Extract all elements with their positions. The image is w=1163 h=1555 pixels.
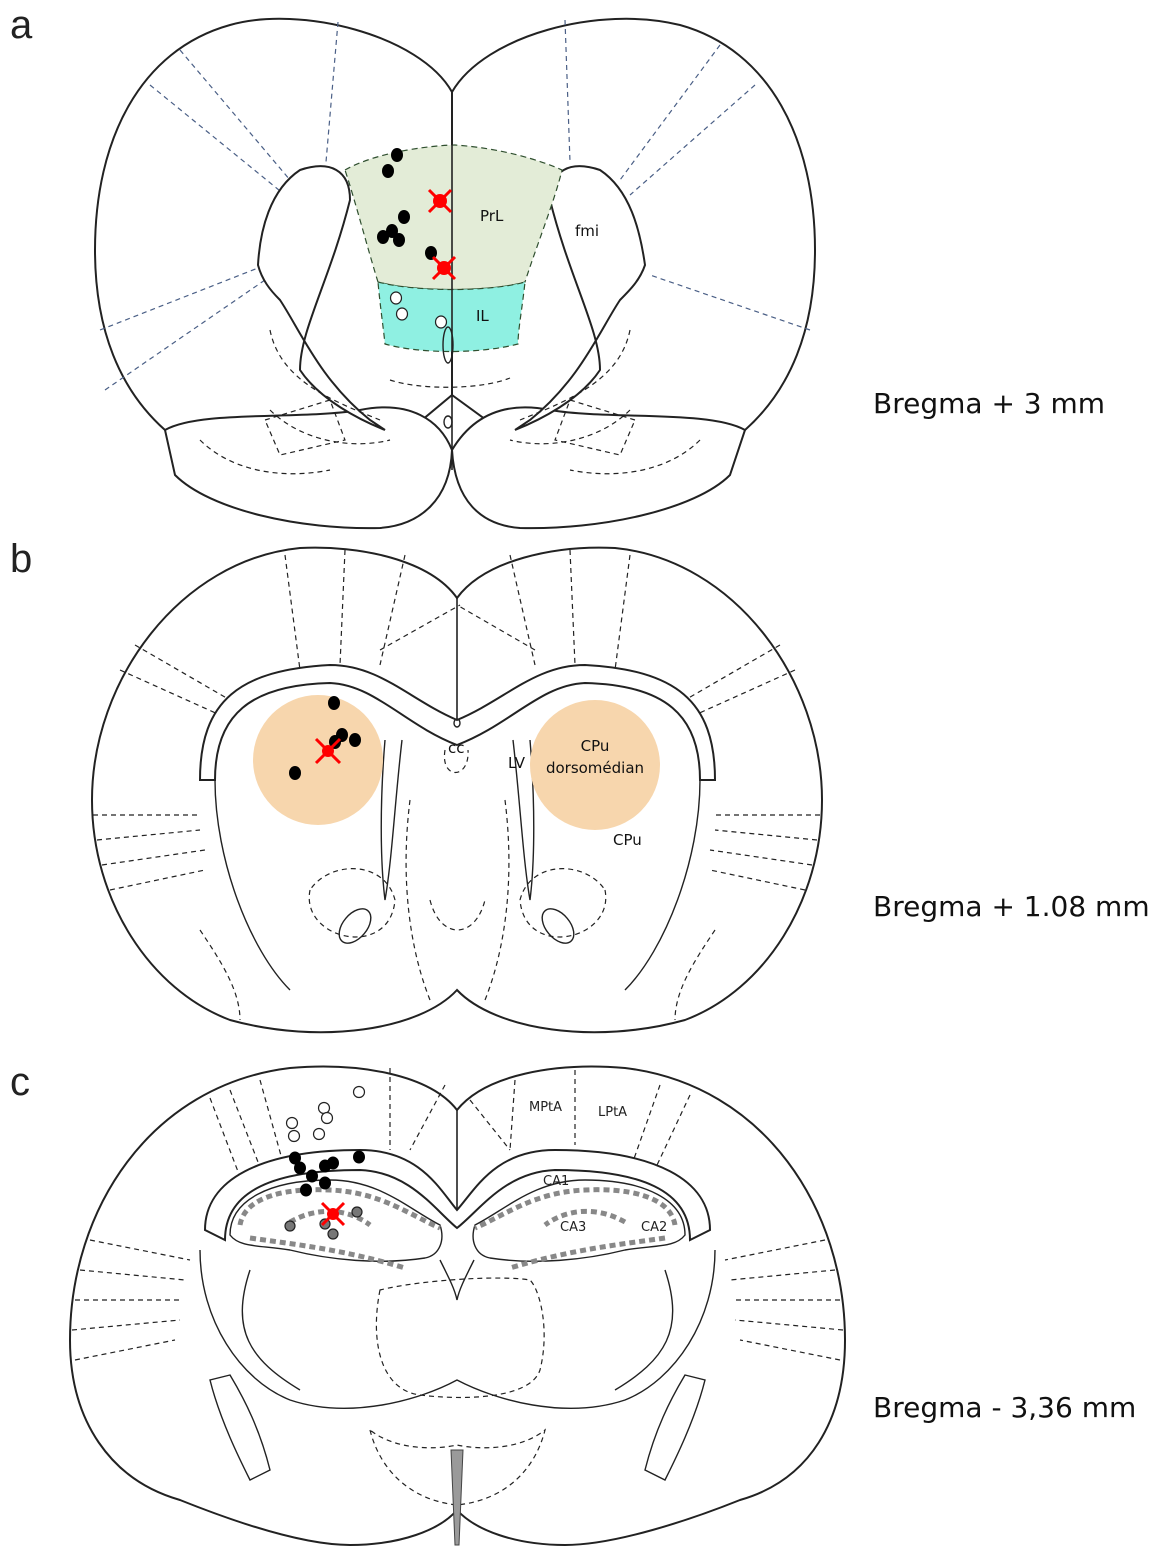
label-mpta: MPtA (529, 1100, 562, 1115)
right-olfactory-region (452, 407, 745, 528)
label-ca1: CA1 (543, 1174, 569, 1189)
label-fmi: fmi (575, 222, 599, 240)
placement-marker (300, 1184, 312, 1197)
panel-c-letter: c (10, 1060, 30, 1104)
placement-marker (327, 1157, 339, 1170)
placement-marker (391, 148, 403, 162)
label-cc: cc (448, 739, 465, 757)
label-lv: LV (508, 754, 526, 772)
excluded-marker (391, 292, 402, 304)
placement-marker (306, 1170, 318, 1183)
panel-a-letter: a (10, 3, 33, 47)
label-cpu: CPu (613, 831, 642, 849)
hippocampal-marker (352, 1207, 362, 1217)
panel-b-letter: b (10, 537, 32, 581)
label-il: IL (476, 307, 489, 325)
panel-c: c (10, 1060, 1136, 1545)
placement-marker (294, 1162, 306, 1175)
hippocampal-marker (328, 1229, 338, 1239)
excluded-marker (314, 1129, 325, 1140)
placement-marker (328, 696, 340, 710)
panel-a-bregma-label: Bregma + 3 mm (873, 387, 1105, 420)
label-cpu-dorsomedian-line2: dorsomédian (546, 759, 644, 777)
panel-b: b (10, 537, 1150, 1032)
placement-marker (353, 1151, 365, 1164)
placement-marker (393, 233, 405, 247)
excluded-marker (397, 308, 408, 320)
excluded-marker (319, 1103, 330, 1114)
excluded-marker (354, 1087, 365, 1098)
excluded-marker (436, 316, 447, 328)
panel-b-bregma-label: Bregma + 1.08 mm (873, 890, 1150, 923)
placement-marker (398, 210, 410, 224)
excluded-marker (287, 1118, 298, 1129)
placement-marker (319, 1177, 331, 1190)
panel-a: a (10, 3, 1105, 528)
label-ca2: CA2 (641, 1220, 667, 1235)
left-olfactory-region (165, 407, 452, 528)
panel-c-brain-section: MPtA LPtA CA1 CA3 CA2 (70, 1067, 845, 1545)
excluded-marker (289, 1131, 300, 1142)
excluded-marker (322, 1113, 333, 1124)
placement-marker (382, 164, 394, 178)
panel-b-brain-section: cc LV CPu dorsomédian CPu (92, 548, 822, 1033)
panel-a-brain-section: PrL fmi IL (95, 19, 815, 528)
placement-marker (289, 766, 301, 780)
label-prl: PrL (480, 207, 504, 225)
label-cpu-dorsomedian-line1: CPu (581, 737, 610, 755)
label-ca3: CA3 (560, 1220, 586, 1235)
hippocampal-marker (285, 1221, 295, 1231)
prl-region (345, 145, 562, 290)
placement-marker (377, 230, 389, 244)
placement-marker (349, 733, 361, 747)
panel-c-bregma-label: Bregma - 3,36 mm (873, 1391, 1136, 1424)
label-lpta: LPtA (598, 1105, 627, 1120)
